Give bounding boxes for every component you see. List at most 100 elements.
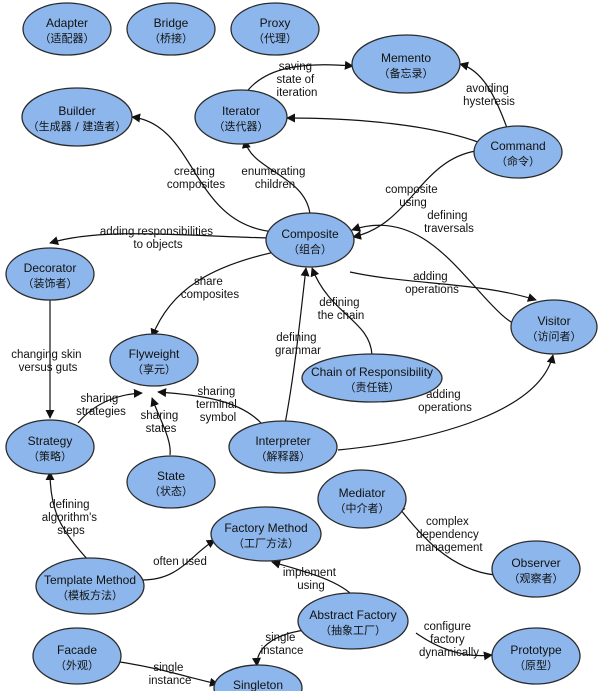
node-abstract-factory[interactable]: Abstract Factory （抽象工厂）	[297, 592, 409, 650]
label-changing-skin: changing skin versus guts	[11, 349, 85, 374]
node-adapter[interactable]: Adapter （适配器）	[22, 2, 112, 56]
label-saving-state: saving state of iteration	[277, 61, 318, 99]
edge-chain-composite	[310, 267, 373, 356]
node-title: Adapter	[46, 16, 88, 30]
edge-abstract-singleton	[252, 629, 306, 667]
edge-interpreter-composite	[284, 267, 310, 425]
node-subtitle: （装饰者）	[23, 276, 78, 290]
edge-observer-mediator	[396, 504, 496, 576]
node-subtitle: （工厂方法）	[233, 536, 299, 550]
node-title: Visitor	[537, 314, 570, 328]
node-title: Bridge	[154, 16, 189, 30]
node-subtitle: （生成器 / 建造者）	[28, 119, 127, 133]
edge-composite-decorator	[49, 233, 269, 245]
node-flyweight[interactable]: Flyweight （享元）	[109, 333, 199, 387]
node-title: Strategy	[28, 434, 73, 448]
edge-composite-builder	[131, 113, 276, 233]
node-subtitle: （观察者）	[509, 571, 564, 585]
node-bridge[interactable]: Bridge （桥接）	[126, 2, 216, 56]
node-state[interactable]: State （状态）	[126, 455, 216, 509]
edge-composite-iterator	[241, 139, 311, 215]
edge-interpreter-flyweight	[157, 388, 263, 425]
label-adding-operations-interpreter: adding operations	[418, 389, 472, 414]
edge-visitor-composite	[351, 223, 529, 331]
node-template-method[interactable]: Template Method （模板方法）	[35, 557, 145, 615]
edge-labels: saving state of iteration avoiding hyste…	[11, 61, 515, 687]
label-sharing-terminal: sharing terminal symbol	[196, 386, 240, 424]
node-title: Composite	[281, 227, 339, 241]
label-adding-operations-visitor: adding operations	[405, 271, 459, 296]
node-title: Command	[490, 139, 545, 153]
label-complex-dependency: complex dependency management	[415, 516, 483, 554]
node-proxy[interactable]: Proxy （代理）	[230, 2, 320, 56]
node-subtitle: （状态）	[149, 484, 193, 498]
node-subtitle: （中介者）	[335, 502, 390, 515]
node-title: Singleton	[233, 678, 283, 691]
label-implement-using: implement using	[283, 567, 339, 592]
node-interpreter[interactable]: Interpreter （解释器）	[228, 420, 338, 474]
edge-command-composite	[352, 150, 477, 240]
label-sharing-states: sharing states	[141, 410, 182, 435]
node-subtitle: （外观）	[55, 659, 99, 672]
node-subtitle: （迭代器）	[214, 120, 269, 133]
node-prototype[interactable]: Prototype （原型）	[491, 627, 581, 685]
node-title: Prototype	[510, 643, 562, 657]
edge-command-iterator	[286, 113, 479, 143]
node-decorator[interactable]: Decorator （装饰者）	[5, 247, 95, 301]
label-adding-responsibilities: adding responsibilities to objects	[100, 226, 216, 251]
label-defining-chain: defining the chain	[318, 297, 365, 322]
edge-facade-singleton	[119, 661, 219, 687]
node-subtitle: （享元）	[132, 362, 176, 376]
node-subtitle: （责任链）	[345, 380, 400, 394]
label-composite-using: composite using	[385, 184, 441, 209]
edge-interpreter-visitor	[337, 354, 556, 451]
node-observer[interactable]: Observer （观察者）	[491, 540, 581, 598]
edges	[45, 60, 556, 687]
edge-abstract-prototype	[415, 632, 493, 661]
node-title: Mediator	[339, 486, 386, 500]
node-title: Interpreter	[255, 434, 310, 448]
nodes: Adapter （适配器） Bridge （桥接） Proxy （代理） Mem…	[5, 2, 598, 691]
label-single-instance-abstract: single instance	[261, 632, 304, 657]
node-command[interactable]: Command （命令）	[473, 125, 563, 179]
node-mediator[interactable]: Mediator （中介者）	[317, 469, 407, 529]
node-subtitle: （代理）	[253, 32, 297, 45]
node-title: Decorator	[24, 261, 77, 275]
node-iterator[interactable]: Iterator （迭代器）	[194, 89, 288, 145]
label-defining-grammar: defining grammar	[275, 332, 321, 357]
edge-state-flyweight	[150, 397, 171, 456]
label-configure-factory: configure factory dynamically	[419, 621, 479, 659]
node-subtitle: （备忘录）	[379, 66, 434, 80]
node-subtitle: （适配器）	[40, 32, 95, 45]
node-subtitle: （模板方法）	[57, 588, 123, 602]
node-factory-method[interactable]: Factory Method （工厂方法）	[210, 506, 322, 562]
node-facade[interactable]: Facade （外观）	[32, 627, 122, 685]
node-chain-of-responsibility[interactable]: Chain of Responsibility （责任链）	[301, 353, 443, 403]
label-creating-composites: creating composites	[167, 166, 225, 191]
node-title: Memento	[381, 51, 431, 65]
label-enumerating-children: enumerating children	[241, 166, 308, 191]
node-subtitle: （策略）	[28, 449, 72, 463]
node-singleton[interactable]: Singleton	[213, 664, 303, 691]
edge-template-factory	[141, 539, 216, 581]
node-subtitle: （命令）	[496, 154, 540, 168]
edge-strategy-flyweight	[77, 388, 143, 424]
node-composite[interactable]: Composite （组合）	[265, 212, 355, 268]
edge-iterator-memento	[244, 60, 354, 95]
node-subtitle: （组合）	[288, 242, 332, 256]
node-title: Observer	[511, 556, 560, 570]
node-builder[interactable]: Builder （生成器 / 建造者）	[21, 87, 133, 147]
node-memento[interactable]: Memento （备忘录）	[351, 34, 461, 94]
node-title: Facade	[57, 643, 97, 657]
node-title: State	[157, 469, 185, 483]
label-avoiding-hysteresis: avoiding hysteresis	[463, 83, 515, 108]
node-strategy[interactable]: Strategy （策略）	[5, 419, 95, 475]
label-sharing-strategies: sharing strategies	[76, 393, 126, 418]
node-title: Chain of Responsibility	[311, 365, 433, 379]
node-subtitle: （解释器）	[256, 449, 311, 463]
node-title: Flyweight	[129, 347, 180, 361]
node-subtitle: （原型）	[514, 658, 558, 672]
node-visitor[interactable]: Visitor （访问者）	[510, 299, 598, 355]
node-title: Factory Method	[224, 521, 307, 535]
